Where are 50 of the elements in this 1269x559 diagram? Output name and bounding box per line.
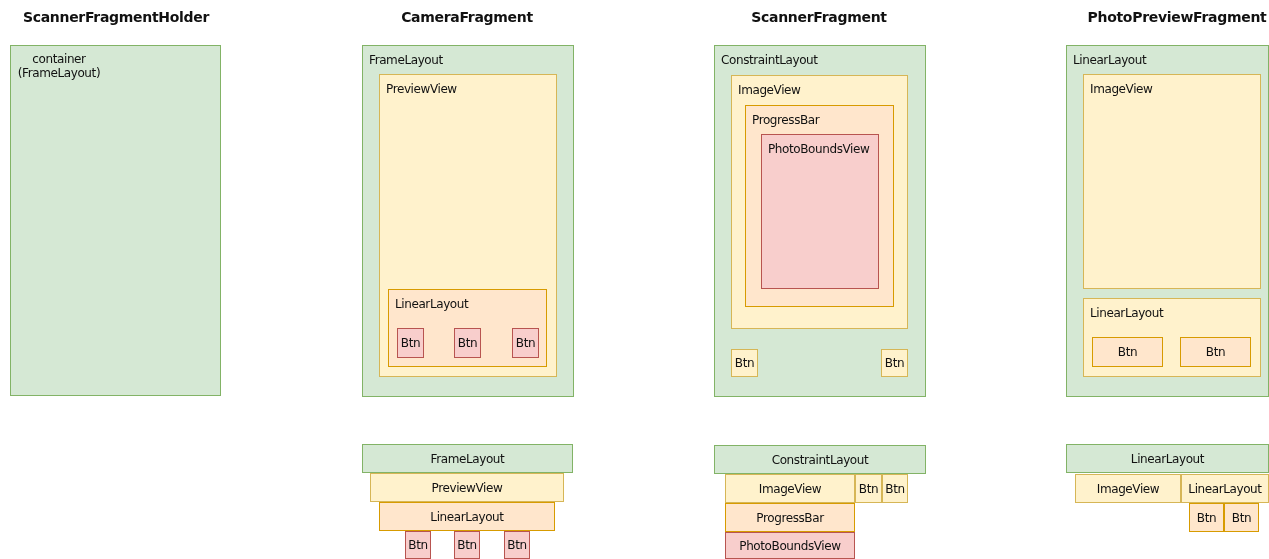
button-mock: Btn [512,328,539,358]
box-label: ProgressBar [752,113,820,127]
box-label: PreviewView [386,82,457,96]
layout-box [745,105,894,307]
button-mock: Btn [397,328,424,358]
layout-box [1083,74,1261,289]
tree-node: PreviewView [370,473,564,502]
screen-heading: ScannerFragmentHolder [22,9,210,25]
box-label: LinearLayout [1090,306,1164,320]
tree-node: Btn [504,531,530,559]
tree-node: Btn [1189,503,1224,532]
layout-box [10,45,221,396]
box-label: ImageView [1090,82,1153,96]
layout-box [761,134,879,289]
screen-heading: ScannerFragment [751,9,887,25]
button-mock: Btn [454,328,481,358]
box-label: PhotoBoundsView [768,142,870,156]
button-mock: Btn [731,349,758,377]
box-label: LinearLayout [395,297,469,311]
button-mock: Btn [881,349,908,377]
tree-node: ProgressBar [725,503,855,532]
tree-node: FrameLayout [362,444,573,473]
button-mock: Btn [1092,337,1163,367]
tree-node: Btn [882,474,908,503]
screen-heading: PhotoPreviewFragment [1087,9,1267,25]
tree-node: LinearLayout [1066,444,1269,473]
tree-node: ImageView [1075,474,1181,503]
tree-node: PhotoBoundsView [725,532,855,559]
layout-box [1083,298,1261,377]
tree-node: ConstraintLayout [714,445,926,474]
layout-box [714,45,926,397]
layout-box [1066,45,1269,397]
tree-node: Btn [855,474,882,503]
screen-heading: CameraFragment [401,9,533,25]
layout-box [388,289,547,367]
tree-node: LinearLayout [1181,474,1269,503]
box-label: LinearLayout [1073,53,1147,67]
tree-node: LinearLayout [379,502,555,531]
tree-node: Btn [1224,503,1259,532]
button-mock: Btn [1180,337,1251,367]
box-label: ConstraintLayout [721,53,818,67]
tree-node: Btn [454,531,480,559]
tree-node: ImageView [725,474,855,503]
layout-box [731,75,908,329]
layout-box [379,74,557,377]
tree-node: Btn [405,531,431,559]
box-label: ImageView [738,83,801,97]
box-label: container (FrameLayout) [16,52,102,80]
layout-box [362,45,574,397]
box-label: FrameLayout [369,53,443,67]
